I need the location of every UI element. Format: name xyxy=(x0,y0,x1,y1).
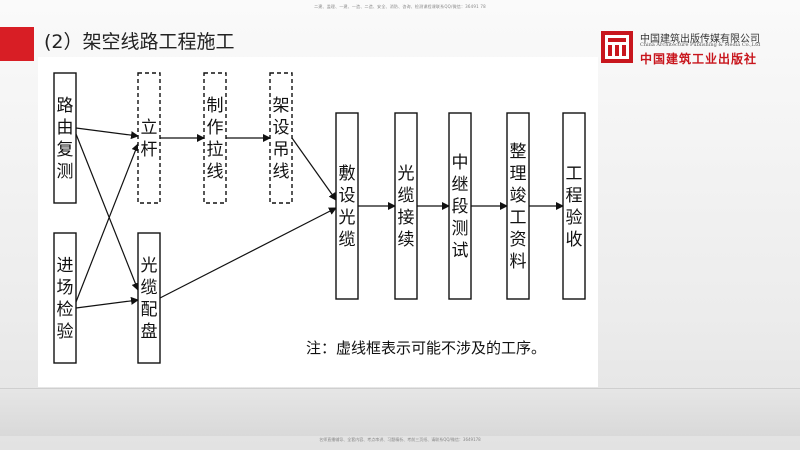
flow-node-char: 工 xyxy=(510,208,527,228)
edge-jinchang-peipan xyxy=(75,296,139,309)
flowchart: 路由复测进场检验立杆光缆配盘制作拉线架设吊线敷设光缆光缆接续中继段测试整理竣工资… xyxy=(53,72,586,364)
flow-node-char: 测 xyxy=(452,219,469,239)
flow-node-char: 工 xyxy=(566,164,583,184)
flow-node-char: 验 xyxy=(566,208,583,228)
flow-node-char: 收 xyxy=(566,230,583,250)
flow-node-ligan: 立杆 xyxy=(137,72,161,204)
flow-node-char: 中 xyxy=(452,153,469,173)
flow-node-char: 制 xyxy=(207,96,224,116)
flowchart-panel: 路由复测进场检验立杆光缆配盘制作拉线架设吊线敷设光缆光缆接续中继段测试整理竣工资… xyxy=(38,57,598,387)
flow-node-char: 缆 xyxy=(398,186,415,206)
flow-node-char: 试 xyxy=(452,241,469,261)
flow-node-char: 由 xyxy=(57,118,74,138)
flow-node-char: 段 xyxy=(452,197,469,217)
flow-node-char: 继 xyxy=(452,175,469,195)
flow-node-box xyxy=(394,112,418,300)
footer-note: 名师直播辅导、全套内容、考点串讲、习题精析、考前三页纸、请联系QQ/微信：364… xyxy=(319,437,481,442)
flow-node-box xyxy=(203,72,227,204)
flow-node-char: 程 xyxy=(566,186,583,206)
flow-node-char: 光 xyxy=(141,256,158,276)
red-accent-bar xyxy=(0,27,34,61)
flow-node-char: 拉 xyxy=(207,140,224,160)
flow-node-char: 缆 xyxy=(141,278,158,298)
publisher-name-cn: 中国建筑出版传媒有限公司 xyxy=(640,34,760,45)
flow-node-char: 立 xyxy=(141,118,158,138)
flow-node-char: 进 xyxy=(57,256,74,276)
edge-luyou-ligan xyxy=(75,127,139,140)
flow-node-char: 理 xyxy=(510,164,527,184)
flow-node-char: 路 xyxy=(57,96,74,116)
edge-luyou-peipan xyxy=(75,133,140,291)
flow-node-char: 测 xyxy=(57,162,74,182)
flow-node-char: 续 xyxy=(398,230,415,250)
header-note: 二建、监理、一建、一造、二造、安全、消防、咨询、检测课程课联系QQ/微信：364… xyxy=(314,4,486,9)
flow-node-char: 盘 xyxy=(141,322,158,342)
flow-node-box xyxy=(448,112,472,300)
floor-line xyxy=(0,388,800,389)
flow-node-box xyxy=(53,72,77,204)
flow-node-char: 料 xyxy=(510,252,527,272)
flow-node-char: 光 xyxy=(398,164,415,184)
flow-node-char: 接 xyxy=(398,208,415,228)
flow-node-char: 缆 xyxy=(339,230,356,250)
floor-band xyxy=(0,388,800,436)
publisher-logo-icon xyxy=(601,31,633,63)
flow-node-box xyxy=(335,112,359,300)
flow-node-char: 设 xyxy=(339,186,356,206)
flow-node-char: 光 xyxy=(339,208,356,228)
flow-node-char: 架 xyxy=(273,96,290,116)
edge-jiashe-fushe xyxy=(291,137,337,201)
flow-node-box xyxy=(562,112,586,300)
flow-node-box xyxy=(506,112,530,300)
publisher-name-en: China Architecture Publishing & Media Co… xyxy=(640,42,761,48)
flow-node-char: 线 xyxy=(273,162,290,182)
flow-node-box xyxy=(137,72,161,204)
flow-node-char: 检 xyxy=(57,300,74,320)
flow-node-char: 竣 xyxy=(510,186,527,206)
flow-node-char: 资 xyxy=(510,230,527,250)
flow-node-char: 杆 xyxy=(141,140,158,160)
publisher-calligraphy: 中国建筑工业出版社 xyxy=(640,52,758,66)
flow-node-box xyxy=(53,232,77,364)
diagram-note: 注：虚线框表示可能不涉及的工序。 xyxy=(306,339,546,357)
flow-node-char: 配 xyxy=(141,300,158,320)
edge-peipan-fushe xyxy=(159,207,337,299)
flow-node-char: 场 xyxy=(57,278,74,298)
flow-node-box xyxy=(269,72,293,204)
flow-node-char: 作 xyxy=(207,118,224,138)
slide-title: (2）架空线路工程施工 xyxy=(44,31,235,53)
publisher-logo: 中国建筑出版传媒有限公司 China Architecture Publishi… xyxy=(600,30,795,70)
edge-jinchang-ligan xyxy=(75,143,140,303)
flow-node-box xyxy=(137,232,161,364)
flow-node-char: 线 xyxy=(207,162,224,182)
flow-node-char: 设 xyxy=(273,118,290,138)
flow-node-char: 吊 xyxy=(273,140,290,160)
flow-node-char: 复 xyxy=(57,140,74,160)
flow-node-char: 整 xyxy=(510,142,527,162)
flow-node-char: 敷 xyxy=(339,164,356,184)
flow-node-char: 验 xyxy=(57,322,74,342)
